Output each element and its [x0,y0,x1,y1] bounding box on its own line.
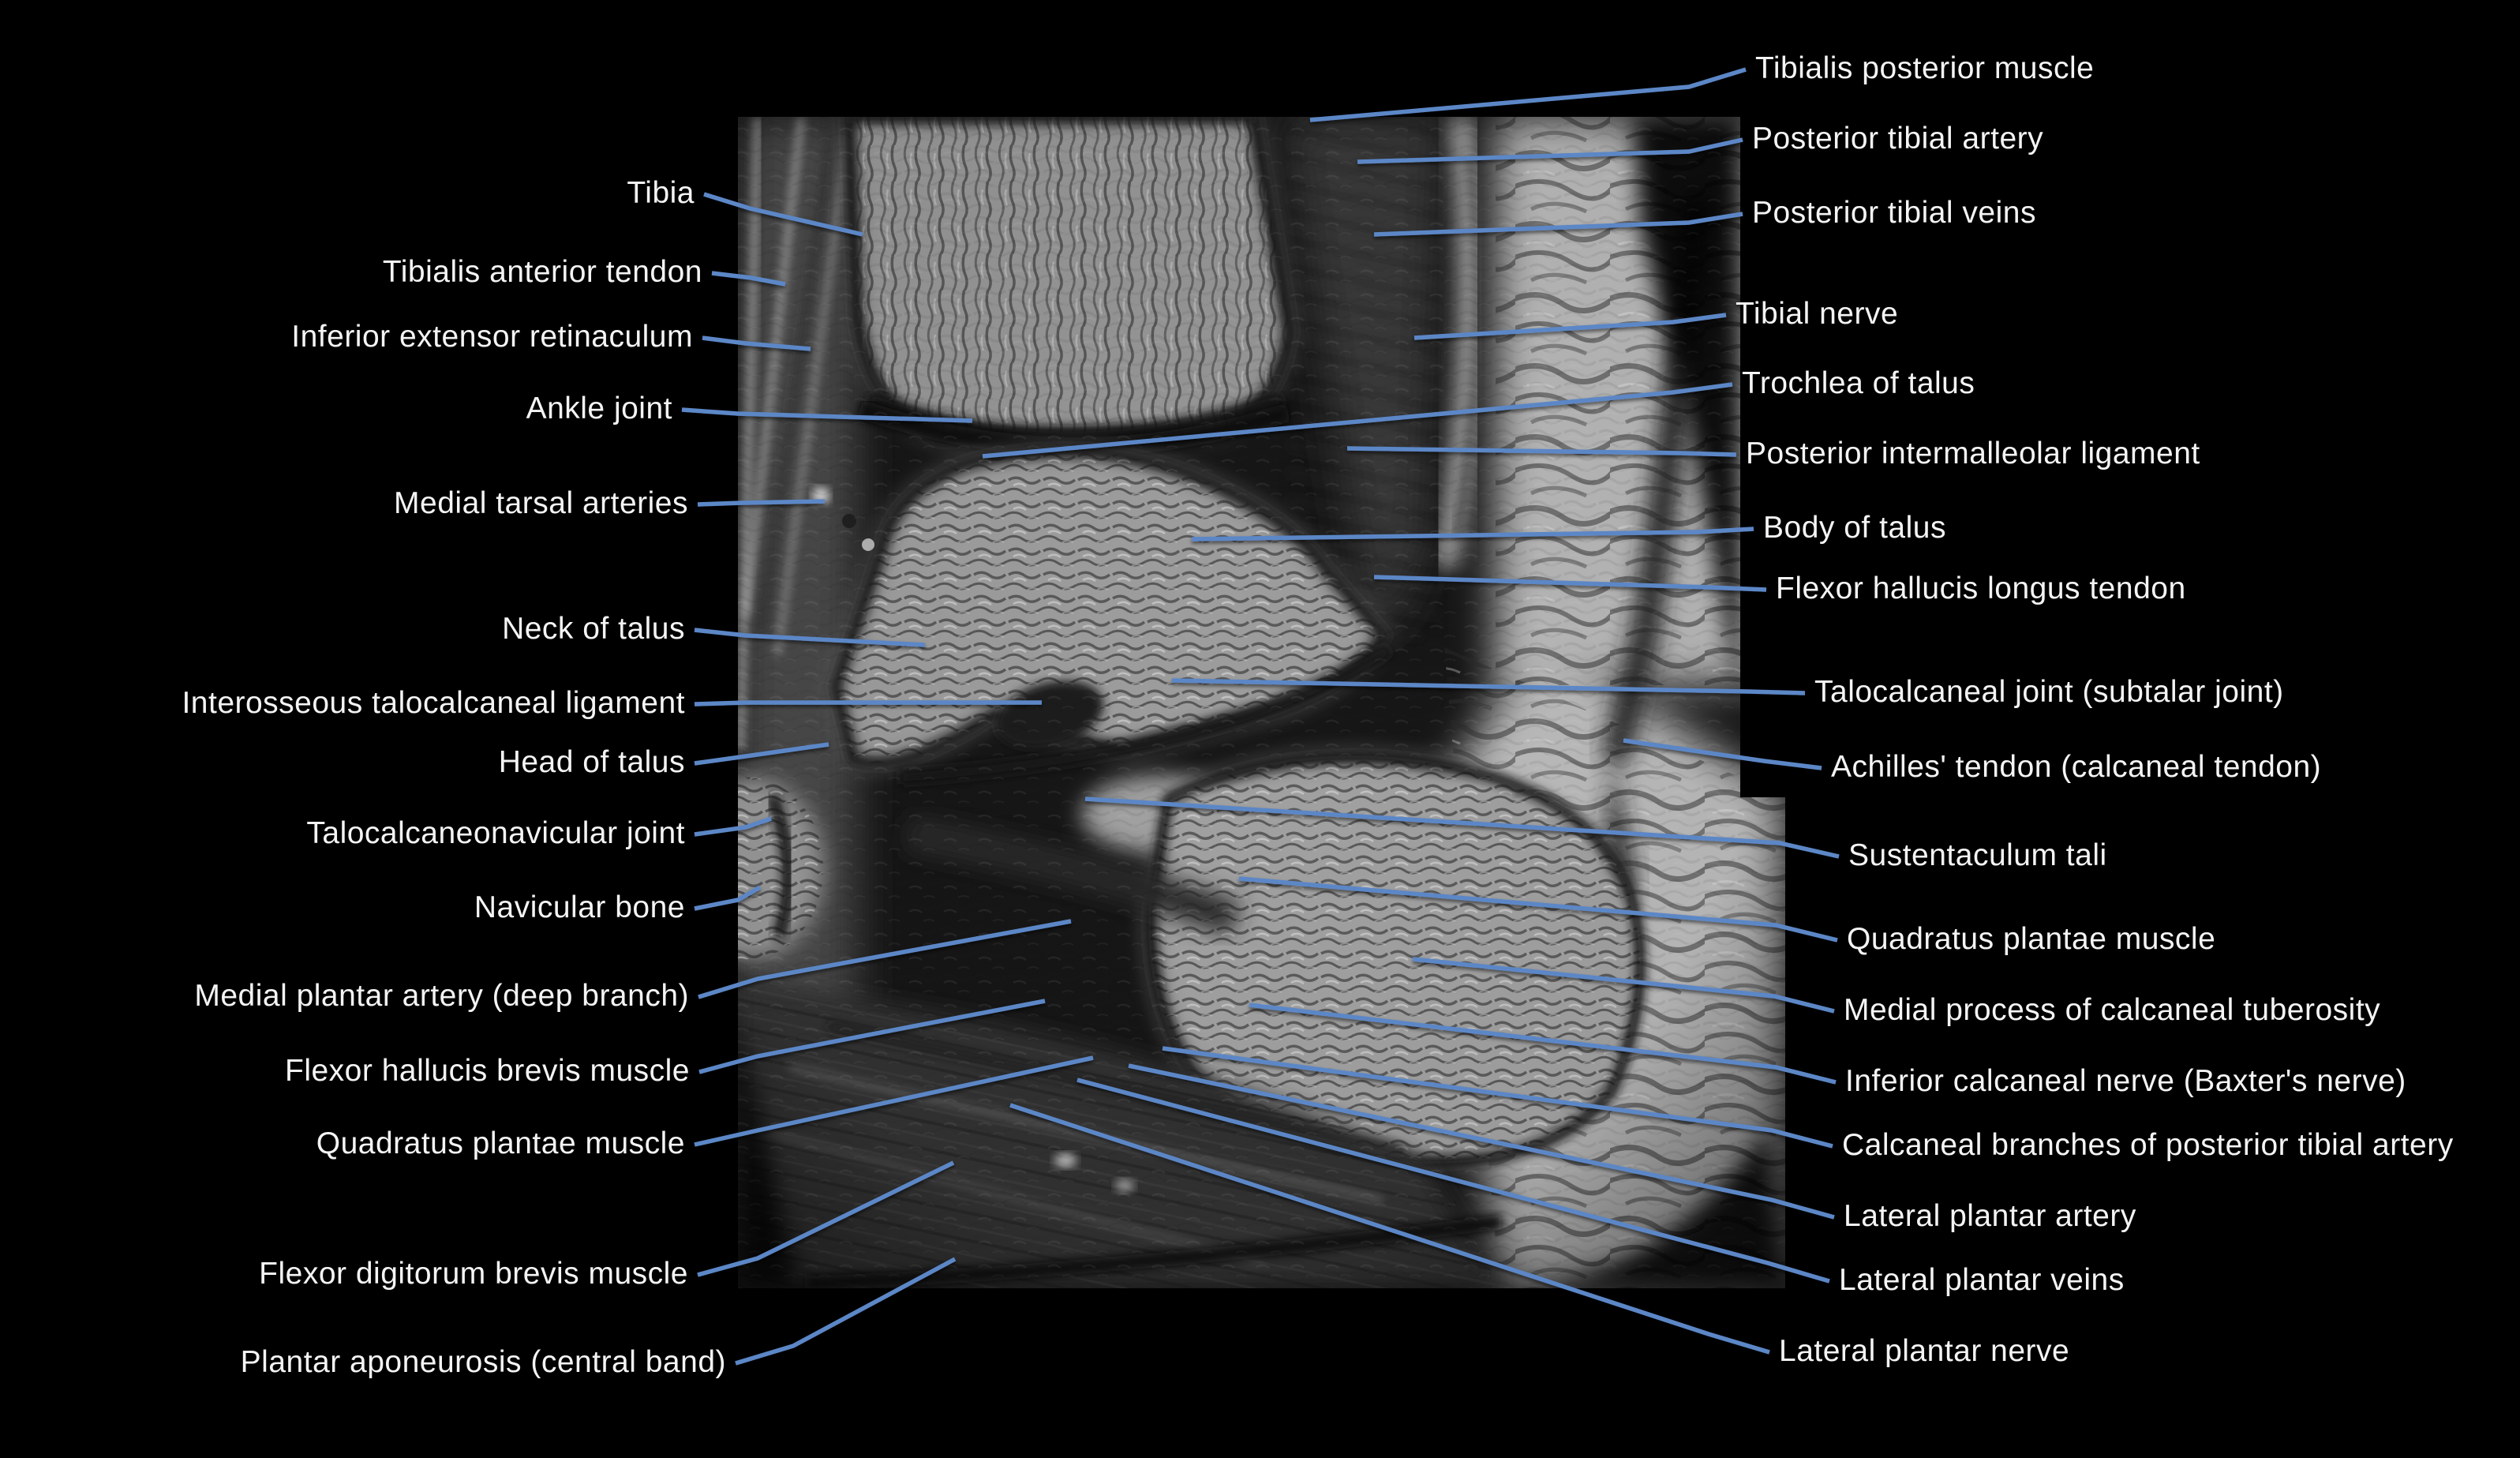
leader-interosseous-talocalcaneal-ligament [694,700,1042,707]
label-body-of-talus: Body of talus [1763,511,1946,545]
label-lateral-plantar-artery: Lateral plantar artery [1844,1199,2136,1234]
label-medial-process-of-calcaneal-tuberosity: Medial process of calcaneal tuberosity [1844,993,2381,1028]
label-inferior-calcaneal-nerve-baxters-nerve: Inferior calcaneal nerve (Baxter's nerve… [1845,1064,2406,1099]
label-lateral-plantar-veins: Lateral plantar veins [1839,1263,2125,1298]
label-posterior-tibial-artery: Posterior tibial artery [1752,122,2044,156]
leader-flexor-digitorum-brevis-muscle [697,1160,955,1277]
leader-talocalcaneal-joint [1171,678,1806,695]
label-talocalcaneonavicular-joint: Talocalcaneonavicular joint [306,816,685,851]
leader-lateral-plantar-artery [1128,1063,1835,1220]
leader-lateral-plantar-veins [1077,1078,1830,1284]
label-interosseous-talocalcaneal-ligament: Interosseous talocalcaneal ligament [182,686,685,721]
leader-plantar-aponeurosis [735,1257,957,1366]
label-tibial-nerve: Tibial nerve [1736,297,1899,332]
leader-trochlea-of-talus [982,382,1733,459]
leader-inferior-extensor-retinaculum [702,335,811,351]
leader-medial-tarsal-arteries [697,499,826,507]
leader-posterior-tibial-veins [1373,212,1743,237]
leader-calcaneal-branches [1162,1046,1833,1149]
label-posterior-tibial-veins: Posterior tibial veins [1752,196,2036,231]
label-quadratus-plantae-muscle-left: Quadratus plantae muscle [316,1126,685,1161]
leader-ankle-joint [681,407,973,423]
label-flexor-hallucis-brevis-muscle: Flexor hallucis brevis muscle [285,1054,690,1089]
mri-anatomy-group [738,117,1785,1288]
leader-tibia [703,192,863,237]
label-achilles-tendon-calcaneal-tendon: Achilles' tendon (calcaneal tendon) [1831,750,2322,785]
label-lateral-plantar-nerve: Lateral plantar nerve [1779,1334,2070,1369]
leader-medial-process-calcaneal-tuberosity [1412,957,1835,1014]
label-quadratus-plantae-muscle-right: Quadratus plantae muscle [1847,922,2216,957]
leader-lines-group [681,67,1840,1366]
leader-talocalcaneonavicular-joint [694,816,772,837]
label-navicular-bone: Navicular bone [474,890,685,925]
leader-sustentaculum-tali [1084,796,1840,859]
label-inferior-extensor-retinaculum: Inferior extensor retinaculum [291,320,693,354]
label-medial-tarsal-arteries: Medial tarsal arteries [394,486,688,521]
leader-head-of-talus [694,742,829,766]
label-sustentaculum-tali: Sustentaculum tali [1848,838,2107,873]
leader-quadratus-plantae-muscle-right [1238,876,1838,943]
label-trochlea-of-talus: Trochlea of talus [1742,366,1975,401]
label-ankle-joint: Ankle joint [526,392,672,426]
label-plantar-aponeurosis-central-band: Plantar aponeurosis (central band) [240,1345,726,1380]
label-tibia: Tibia [627,176,695,211]
leader-flexor-hallucis-brevis-muscle [698,999,1046,1074]
label-flexor-digitorum-brevis-muscle: Flexor digitorum brevis muscle [259,1257,688,1291]
leader-tibialis-anterior-tendon [711,271,786,287]
label-posterior-intermalleolar-ligament: Posterior intermalleolar ligament [1746,437,2200,471]
label-medial-plantar-artery-deep-branch: Medial plantar artery (deep branch) [194,979,689,1014]
leader-tibial-nerve [1414,313,1727,340]
label-tibialis-posterior-muscle: Tibialis posterior muscle [1755,51,2095,86]
leader-inferior-calcaneal-nerve [1249,1003,1837,1085]
leader-posterior-intermalleolar-ligament [1346,446,1737,457]
leader-quadratus-plantae-muscle-left [694,1055,1094,1147]
leader-achilles-tendon [1623,738,1822,770]
leader-body-of-talus [1191,527,1754,542]
leader-medial-plantar-artery [698,919,1072,999]
label-flexor-hallucis-longus-tendon: Flexor hallucis longus tendon [1776,572,2186,606]
label-talocalcaneal-joint-subtalar-joint: Talocalcaneal joint (subtalar joint) [1814,675,2284,710]
leader-navicular-bone [694,885,762,911]
label-tibialis-anterior-tendon: Tibialis anterior tendon [382,255,702,290]
label-head-of-talus: Head of talus [498,745,685,780]
leader-tibialis-posterior-muscle [1309,67,1747,122]
leader-flexor-hallucis-longus-tendon [1373,575,1767,592]
leader-lateral-plantar-nerve [1009,1103,1770,1355]
label-neck-of-talus: Neck of talus [502,612,685,647]
leader-posterior-tibial-artery [1357,137,1743,164]
leader-neck-of-talus [694,628,926,647]
label-calcaneal-branches-of-posterior-tibial-artery: Calcaneal branches of posterior tibial a… [1842,1128,2454,1163]
